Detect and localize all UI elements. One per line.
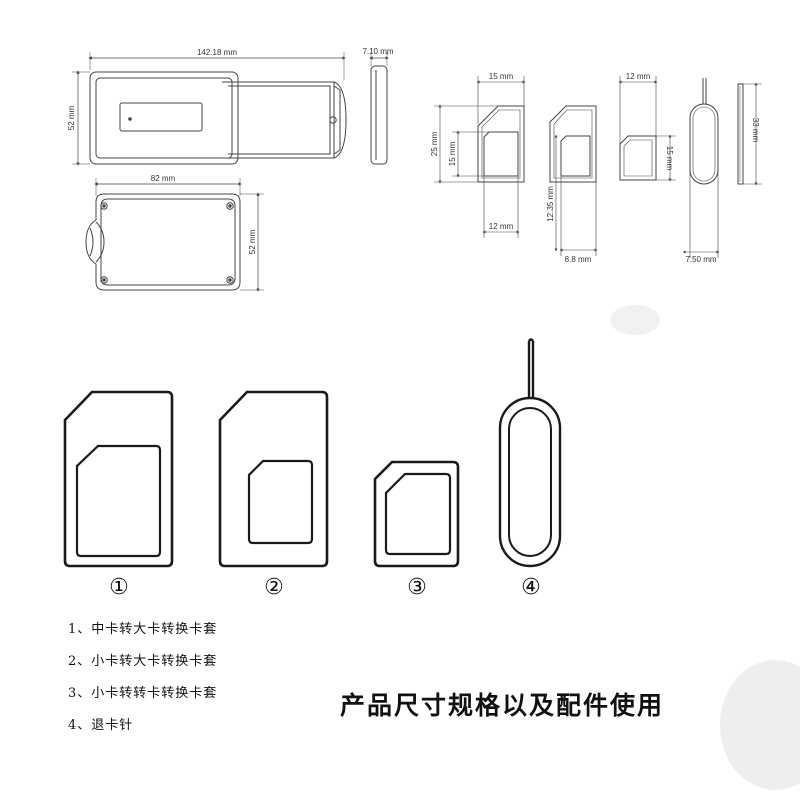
- caption-item-1: 1、中卡转大卡转换卡套: [68, 622, 218, 637]
- nano-width-label: 12 mm: [626, 72, 651, 81]
- adapter-height-label: 52 mm: [67, 105, 76, 130]
- eject-pin-dimensions: [682, 82, 762, 258]
- adapter-length-dimension: 142.18 mm: [88, 48, 346, 80]
- part-2-micro-to-standard-adapter: [218, 390, 329, 568]
- part-3-nano-to-micro-adapter: [373, 460, 460, 568]
- part-1-nano-to-standard-adapter: [63, 390, 174, 568]
- micro-height-label: 12.35 mm: [546, 186, 555, 222]
- part-4-sim-eject-pin: [498, 338, 562, 568]
- std-inner-label: 15 mm: [448, 141, 457, 166]
- nano-sim-dimensions: [618, 76, 676, 182]
- std-inner-width-label: 12 mm: [489, 222, 514, 231]
- part-4-number: ④: [521, 575, 541, 600]
- adapter-side-view: [369, 52, 389, 165]
- caption-item-2: 2、小卡转大卡转换卡套: [68, 654, 218, 669]
- std-width-label: 15 mm: [489, 72, 514, 81]
- gray-shadow-decoration-small: [610, 305, 660, 335]
- adapter-case-closed: [85, 193, 241, 291]
- page-title: 产品尺寸规格以及配件使用: [340, 691, 665, 720]
- adapter-thickness-label: 7.10 mm: [362, 47, 393, 56]
- caption-item-4: 4、退卡针: [68, 718, 134, 733]
- case-length-dimension: 82 mm: [94, 174, 242, 196]
- gray-shadow-decoration: [720, 660, 800, 790]
- micro-sim-adapter-drawing: [549, 105, 597, 183]
- case-length-label: 82 mm: [151, 174, 176, 183]
- standard-sim-dimensions: [434, 76, 526, 238]
- pin-length-label: 33 mm: [751, 118, 760, 143]
- parts-caption-list: 1、中卡转大卡转换卡套 2、小卡转大卡转换卡套 3、小卡转转卡转换卡套 4、退卡…: [68, 620, 217, 748]
- part-1-number: ①: [109, 575, 129, 600]
- case-height-dimension: 52 mm: [240, 192, 264, 292]
- micro-sim-dimensions: [554, 134, 598, 256]
- nano-height-label: 15 mm: [665, 146, 674, 171]
- adapter-case-open: [89, 71, 347, 165]
- micro-width-label: 8.8 mm: [565, 255, 592, 264]
- pin-width-label: 7.50 mm: [685, 255, 716, 264]
- case-height-label: 52 mm: [248, 229, 257, 254]
- standard-sim-adapter-drawing: [477, 105, 525, 183]
- caption-item-3: 3、小卡转转卡转换卡套: [68, 686, 218, 701]
- nano-sim-adapter-drawing: [619, 135, 657, 181]
- adapter-height-dimension: 52 mm: [67, 70, 90, 166]
- part-3-number: ③: [407, 575, 427, 600]
- part-2-number: ②: [264, 575, 284, 600]
- adapter-length-label: 142.18 mm: [197, 48, 237, 57]
- eject-pin-drawing: [689, 78, 744, 185]
- std-height-label: 25 mm: [430, 131, 439, 156]
